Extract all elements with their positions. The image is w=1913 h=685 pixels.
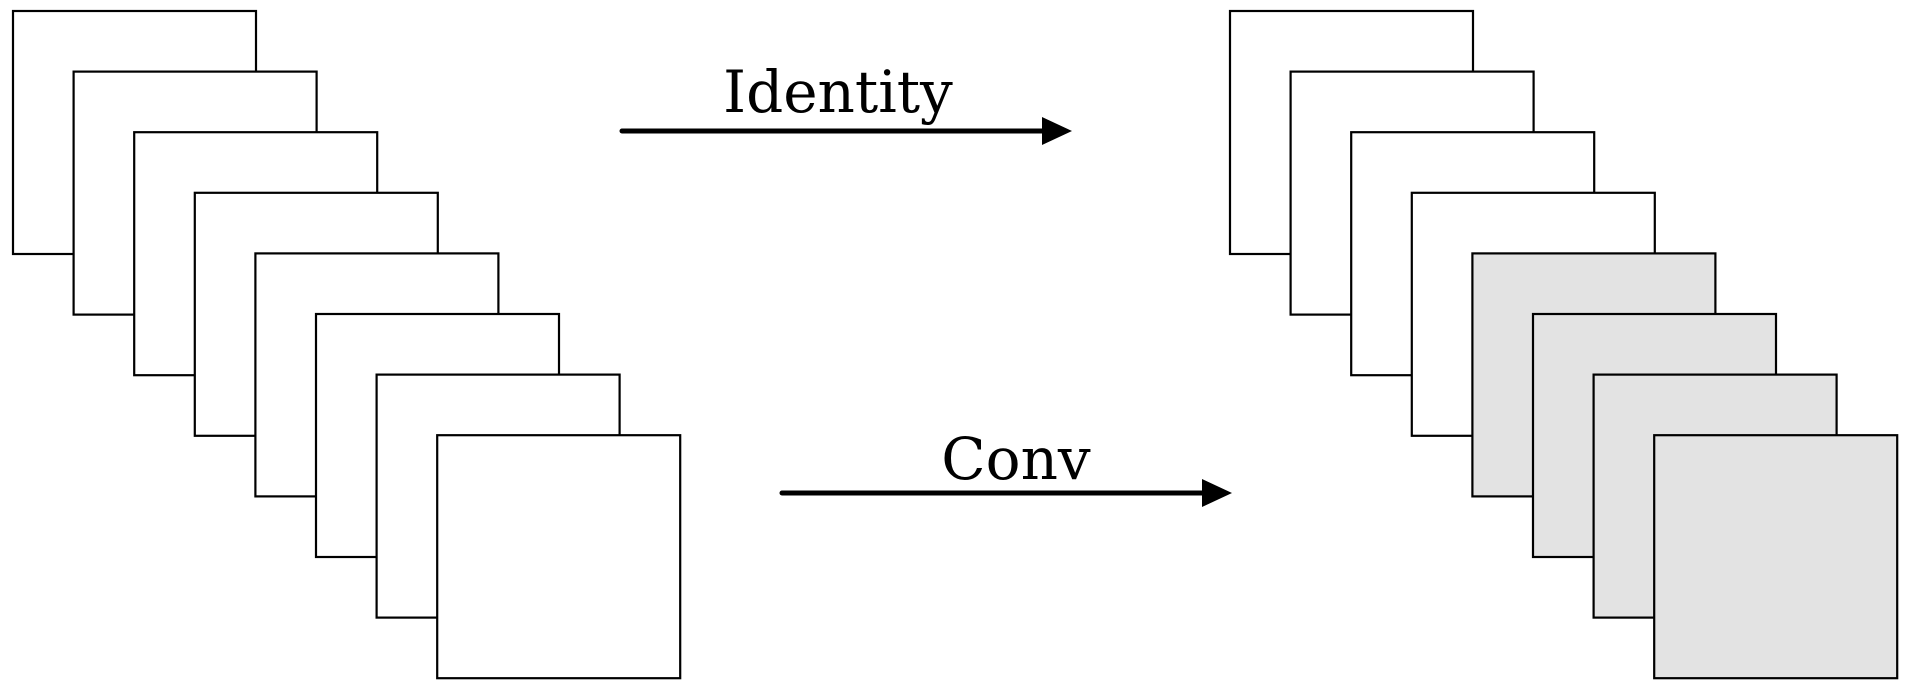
output-feature-map-stack bbox=[1228, 9, 1899, 680]
input-feature-map-stack bbox=[11, 9, 682, 680]
identity-label: Identity bbox=[723, 58, 953, 126]
conv-arrow-head bbox=[1202, 479, 1232, 507]
conv-channel-4 bbox=[1653, 434, 1899, 680]
conv-label: Conv bbox=[941, 425, 1091, 493]
input-channel-8 bbox=[436, 434, 682, 680]
conv-arrow bbox=[779, 479, 1232, 507]
identity-arrow bbox=[619, 117, 1072, 145]
identity-arrow-head bbox=[1042, 117, 1072, 145]
